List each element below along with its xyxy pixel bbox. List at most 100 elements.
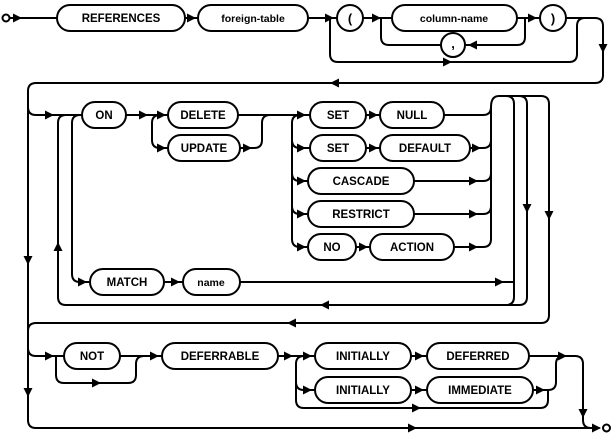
- node-initially-a: INITIALLY: [314, 342, 412, 370]
- arrowhead: [468, 40, 477, 50]
- null-shape: [379, 101, 445, 129]
- track-paren-bypass: [329, 17, 586, 63]
- update-shape: [167, 134, 241, 162]
- node-match: MATCH: [89, 268, 165, 296]
- immediate-shape: [426, 376, 534, 404]
- arrowhead: [297, 110, 306, 120]
- node-no: NO: [307, 233, 357, 261]
- track-deferred-out: [528, 355, 592, 429]
- arrowhead: [415, 351, 424, 361]
- arrowhead: [330, 78, 339, 88]
- start-terminal: [1, 13, 11, 23]
- arrowhead: [522, 204, 532, 213]
- arrowhead: [592, 423, 601, 433]
- arrowhead: [412, 403, 421, 413]
- arrowhead: [415, 385, 424, 395]
- arrowhead: [297, 242, 306, 252]
- rparen-label: ): [551, 11, 555, 26]
- rparen-shape: [539, 4, 567, 32]
- arrowheads: [13, 13, 608, 433]
- arrowhead: [443, 57, 452, 67]
- initially-a-label: INITIALLY: [336, 351, 390, 363]
- initially-b-shape: [314, 376, 412, 404]
- node-update: UPDATE: [167, 134, 241, 162]
- node-set-b: SET: [309, 134, 367, 162]
- arrowhead: [536, 385, 545, 395]
- arrowhead: [469, 176, 478, 186]
- track-restrict-out: [413, 205, 492, 215]
- track-update-merge: [239, 114, 271, 149]
- deferrable-shape: [161, 342, 279, 370]
- arrowhead: [157, 143, 166, 153]
- node-references: REFERENCES: [56, 4, 186, 32]
- arrowhead: [369, 110, 378, 120]
- deferred-shape: [426, 342, 530, 370]
- arrowhead: [45, 110, 54, 120]
- arrowhead: [53, 242, 63, 251]
- end-terminal: [602, 423, 611, 433]
- track-initially-bypass: [295, 381, 549, 409]
- arrowhead: [325, 13, 334, 23]
- deferrable-label: DEFERRABLE: [181, 351, 260, 363]
- not-shape: [63, 342, 121, 370]
- track-on-entry: [27, 106, 83, 116]
- arrowhead: [45, 351, 54, 361]
- set-b-label: SET: [327, 143, 349, 155]
- arrowhead: [544, 211, 554, 220]
- restrict-shape: [307, 200, 415, 228]
- arrowhead: [243, 143, 252, 153]
- column-name-label: column-name: [420, 13, 488, 25]
- node-cascade: CASCADE: [307, 167, 415, 195]
- node-deferrable: DEFERRABLE: [161, 342, 279, 370]
- arrowhead: [171, 277, 180, 287]
- track-not-bypass: [55, 355, 145, 384]
- default-shape: [379, 134, 471, 162]
- track-lines: [9, 17, 604, 429]
- on-label: ON: [95, 110, 112, 122]
- track-match-branch: [71, 114, 91, 283]
- arrowhead: [92, 378, 101, 388]
- track-null-out: [443, 106, 492, 116]
- node-action: ACTION: [369, 233, 455, 261]
- node-restrict: RESTRICT: [307, 200, 415, 228]
- foreign-table-shape: [197, 4, 309, 32]
- node-null: NULL: [379, 101, 445, 129]
- track-immediate-out: [532, 355, 565, 391]
- node-immediate: IMMEDIATE: [426, 376, 534, 404]
- node-initially-b: INITIALLY: [314, 376, 412, 404]
- node-delete: DELETE: [167, 101, 239, 129]
- arrowhead: [284, 351, 293, 361]
- delete-label: DELETE: [180, 110, 226, 122]
- arrowhead: [23, 256, 33, 265]
- arrowhead: [369, 143, 378, 153]
- match-shape: [89, 268, 165, 296]
- arrowhead: [469, 209, 478, 219]
- foreign-table-label: foreign-table: [221, 13, 285, 25]
- arrowhead: [297, 143, 306, 153]
- lparen-label: (: [348, 11, 353, 26]
- initially-b-label: INITIALLY: [336, 385, 390, 397]
- arrowhead: [297, 209, 306, 219]
- no-label: NO: [323, 242, 340, 254]
- initially-a-shape: [314, 342, 412, 370]
- action-label: ACTION: [390, 242, 434, 254]
- references-label: REFERENCES: [82, 13, 161, 25]
- arrowhead: [558, 351, 567, 361]
- match-label: MATCH: [107, 277, 148, 289]
- arrowhead: [78, 277, 87, 287]
- deferred-label: DEFERRED: [446, 351, 509, 363]
- immediate-label: IMMEDIATE: [448, 385, 512, 397]
- cascade-label: CASCADE: [333, 176, 390, 188]
- cascade-shape: [307, 167, 415, 195]
- node-deferred: DEFERRED: [426, 342, 530, 370]
- arrowhead: [359, 242, 368, 252]
- arrowhead: [408, 423, 417, 433]
- track-update-split: [151, 114, 169, 149]
- arrowhead: [297, 176, 306, 186]
- action-shape: [369, 233, 455, 261]
- on-shape: [81, 101, 127, 129]
- delete-shape: [167, 101, 239, 129]
- restrict-label: RESTRICT: [332, 209, 390, 221]
